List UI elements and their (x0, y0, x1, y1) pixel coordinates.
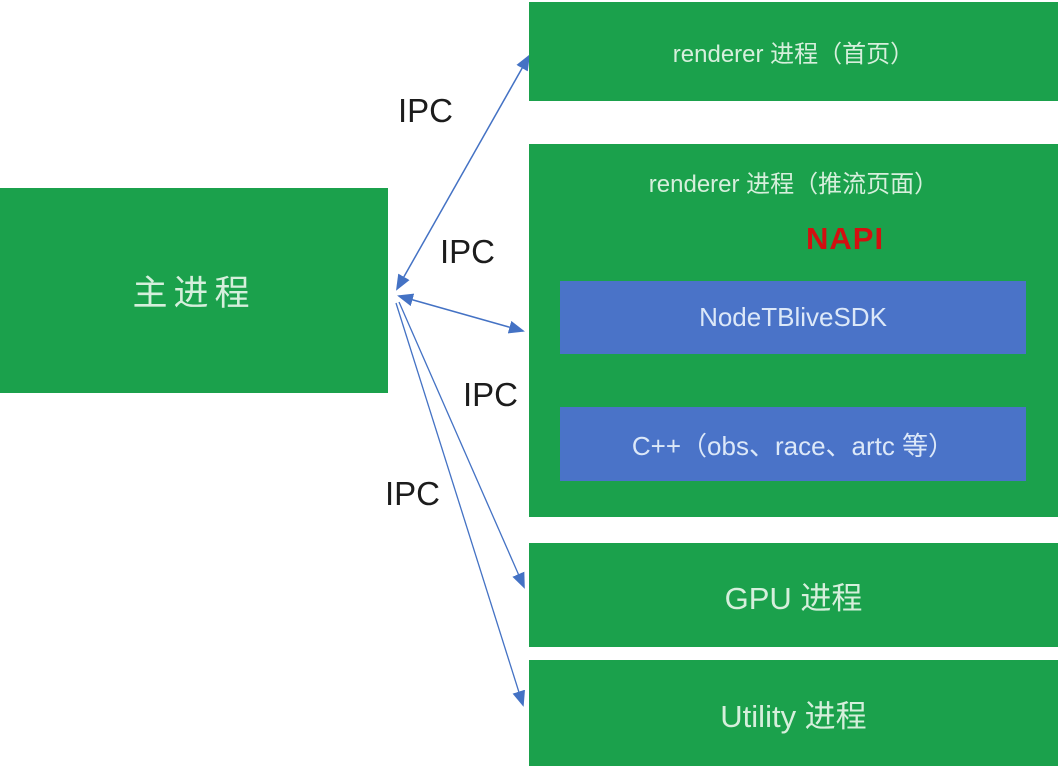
gpu-process-box: GPU 进程 (529, 543, 1058, 647)
napi-label: NAPI (806, 221, 885, 256)
ipc-label-utility: IPC (385, 475, 441, 512)
ipc-label-gpu: IPC (463, 376, 519, 413)
ipc-arrow-gpu (398, 301, 525, 589)
ipc-arrow-renderer-push (397, 293, 525, 334)
ipc-label-renderer-home: IPC (398, 92, 454, 129)
cpp-modules-label: C++（obs、race、artc 等） (631, 430, 955, 461)
utility-process-label: Utility 进程 (720, 698, 867, 734)
renderer-push-process-label: renderer 进程（推流页面） (648, 171, 939, 198)
main-process-box: 主进程 (0, 188, 388, 393)
node-tblive-sdk-box: NodeTBliveSDK (560, 281, 1026, 354)
main-process-label: 主进程 (132, 274, 256, 313)
renderer-home-process-label: renderer 进程（首页） (672, 41, 915, 68)
utility-process-box: Utility 进程 (529, 660, 1058, 766)
node-tblive-sdk-label: NodeTBliveSDK (699, 302, 887, 332)
renderer-home-process-box: renderer 进程（首页） (529, 2, 1058, 101)
ipc-label-renderer-push: IPC (440, 233, 496, 270)
cpp-modules-box: C++（obs、race、artc 等） (560, 407, 1026, 481)
gpu-process-label: GPU 进程 (724, 580, 863, 616)
